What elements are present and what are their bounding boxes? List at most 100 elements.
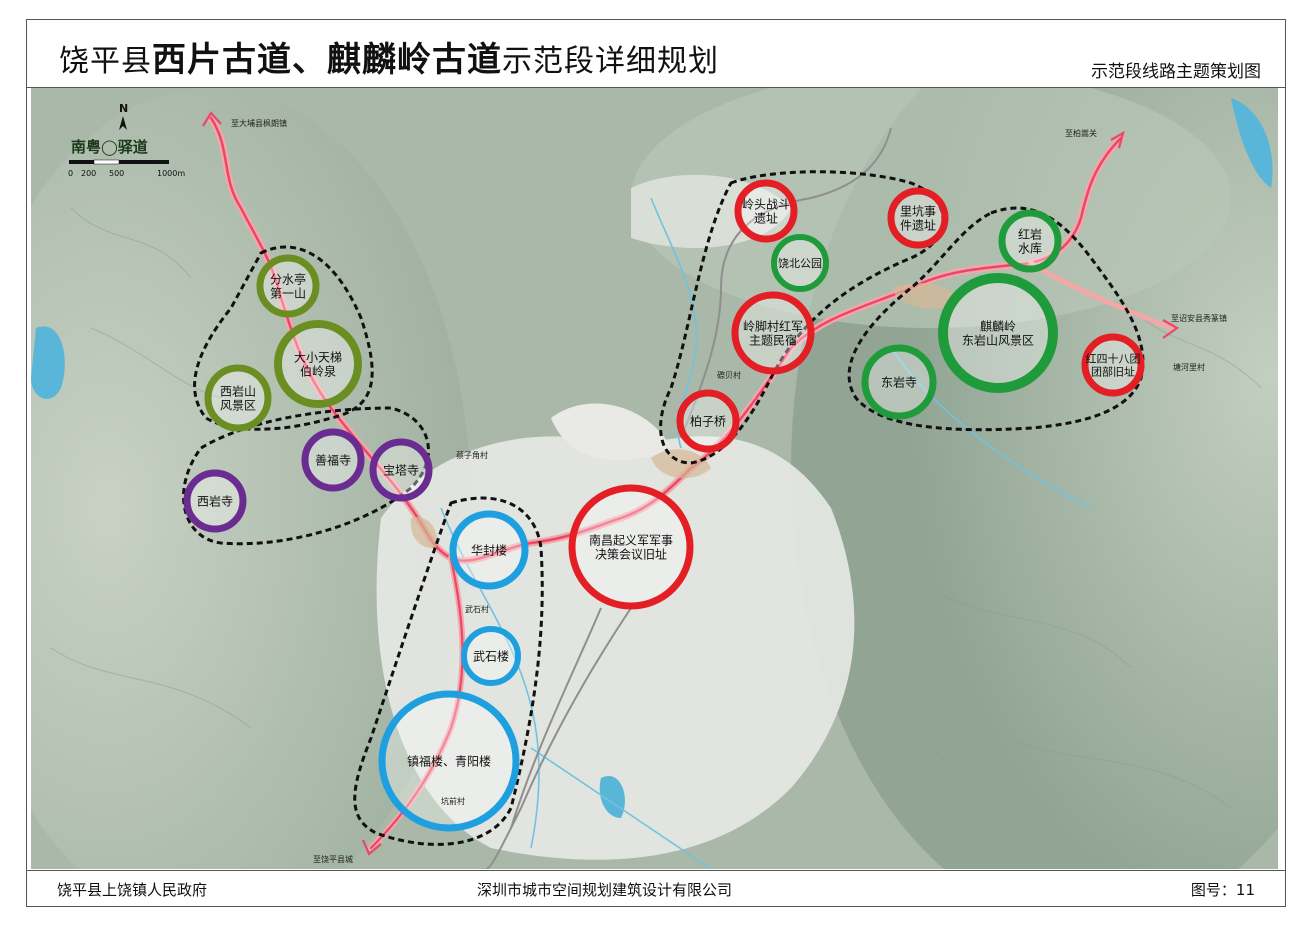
scale-label-0: 0 bbox=[68, 169, 73, 178]
page-title: 饶平县西片古道、麒麟岭古道示范段详细规划 bbox=[59, 32, 719, 81]
site-ring bbox=[204, 364, 272, 432]
north-letter: N bbox=[119, 102, 128, 115]
place-label-zhaoan: 至诏安县秀篆镇 bbox=[1171, 313, 1227, 323]
site-ring bbox=[771, 234, 829, 292]
site-markers: 分水亭第一山大小天梯伯岭泉西岩山风景区善福寺宝塔寺西岩寺华封楼武石楼镇福楼、青阳… bbox=[183, 179, 1145, 832]
site-ring bbox=[734, 179, 798, 243]
site-ring bbox=[369, 438, 433, 502]
site-label: 伯岭泉 bbox=[300, 364, 336, 379]
zone-tulou bbox=[353, 496, 544, 846]
site-label: 南昌起义军军事 bbox=[589, 533, 673, 548]
scale-bar: 0 200 500 1000m bbox=[68, 159, 185, 178]
site-marker[interactable]: 西岩寺 bbox=[183, 469, 247, 533]
title-suffix: 示范段详细规划 bbox=[502, 44, 719, 79]
place-label-caizijiao: 蔡子角村 bbox=[456, 450, 488, 460]
site-label: 岭脚村红军 bbox=[743, 319, 803, 334]
site-label: 件遗址 bbox=[900, 219, 936, 233]
title-prefix: 饶平县 bbox=[59, 44, 152, 79]
site-marker[interactable]: 宝塔寺 bbox=[369, 438, 433, 502]
site-ring bbox=[183, 469, 247, 533]
site-marker[interactable]: 华封楼 bbox=[449, 510, 529, 590]
site-ring bbox=[998, 209, 1062, 273]
site-label: 西岩寺 bbox=[197, 494, 233, 509]
site-label: 大小天梯 bbox=[294, 351, 342, 365]
site-label: 里坑事 bbox=[900, 204, 936, 219]
site-label: 东岩山风景区 bbox=[962, 333, 1034, 348]
place-label-layer: 至大埔县枫朗镇 至柏嵩关 至诏安县秀篆镇 至饶平县城 蔡子角村 武石村 坑前村 … bbox=[231, 118, 1227, 864]
site-label: 华封楼 bbox=[471, 543, 507, 558]
site-label: 分水亭 bbox=[270, 272, 306, 287]
footer-client: 饶平县上饶镇人民政府 bbox=[57, 881, 208, 899]
reservoir-west bbox=[31, 326, 65, 399]
place-label-wushi: 武石村 bbox=[465, 604, 489, 614]
streams bbox=[440, 197, 1092, 869]
site-ring bbox=[861, 344, 937, 420]
place-label-dabu: 至大埔县枫朗镇 bbox=[231, 118, 287, 128]
scale-label-500: 500 bbox=[109, 169, 124, 178]
site-ring bbox=[461, 626, 521, 686]
site-label: 西岩山 bbox=[220, 384, 256, 399]
site-ring bbox=[449, 510, 529, 590]
site-ring bbox=[274, 320, 362, 408]
footer-designer: 深圳市城市空间规划建筑设计有限公司 bbox=[477, 881, 733, 899]
valley-plain bbox=[376, 436, 855, 860]
site-ring bbox=[676, 389, 740, 453]
place-label-baisong: 至柏嵩关 bbox=[1065, 128, 1097, 138]
zone-west-temples bbox=[182, 406, 430, 546]
site-label: 东岩寺 bbox=[881, 375, 917, 390]
site-marker[interactable]: 镇福楼、青阳楼 bbox=[378, 690, 520, 832]
place-label-county: 至饶平县城 bbox=[313, 854, 353, 864]
north-arrow-icon bbox=[119, 116, 127, 130]
scale-label-1000: 1000m bbox=[157, 169, 185, 178]
map-area: 分水亭第一山大小天梯伯岭泉西岩山风景区善福寺宝塔寺西岩寺华封楼武石楼镇福楼、青阳… bbox=[31, 88, 1278, 869]
site-ring bbox=[378, 690, 520, 832]
title-route-names: 西片古道、麒麟岭古道 bbox=[152, 40, 502, 80]
drawing-subtitle: 示范段线路主题策划图 bbox=[1091, 62, 1261, 82]
zone-red-north bbox=[659, 170, 945, 465]
site-marker[interactable]: 饶北公园 bbox=[771, 234, 829, 292]
zone-outlines bbox=[182, 170, 1145, 846]
site-marker[interactable]: 东岩寺 bbox=[861, 344, 937, 420]
site-marker[interactable]: 善福寺 bbox=[301, 428, 365, 492]
site-ring bbox=[938, 273, 1058, 393]
place-label-kengqian: 坑前村 bbox=[441, 796, 465, 806]
site-ring bbox=[256, 254, 320, 318]
site-label: 岭头战斗 bbox=[742, 198, 790, 212]
site-label: 麒麟岭 bbox=[980, 319, 1016, 334]
site-label: 善福寺 bbox=[315, 453, 351, 468]
legend-block: N 南粤◯驿道 0 200 500 1000m bbox=[68, 102, 185, 178]
site-label: 红岩 bbox=[1018, 227, 1042, 242]
site-ring bbox=[1081, 333, 1145, 397]
site-marker[interactable]: 柏子桥 bbox=[676, 389, 740, 453]
zone-west-mountain bbox=[193, 245, 374, 431]
scale-label-200: 200 bbox=[81, 169, 96, 178]
footer-sheet-number: 图号：11 bbox=[1190, 881, 1255, 899]
site-label: 红四十八团 bbox=[1086, 352, 1141, 366]
site-label: 柏子桥 bbox=[690, 414, 726, 429]
site-label: 第一山 bbox=[270, 287, 306, 301]
site-label: 武石楼 bbox=[473, 649, 509, 664]
site-ring bbox=[301, 428, 365, 492]
site-label: 镇福楼、青阳楼 bbox=[407, 754, 491, 769]
site-label: 主题民宿 bbox=[749, 333, 797, 348]
site-marker[interactable]: 武石楼 bbox=[461, 626, 521, 686]
route-arrows bbox=[202, 111, 1180, 856]
site-label: 宝塔寺 bbox=[383, 464, 419, 478]
site-label: 决策会议旧址 bbox=[595, 548, 667, 562]
site-label: 风景区 bbox=[220, 399, 256, 413]
site-ring bbox=[731, 291, 815, 375]
site-label: 团部旧址 bbox=[1091, 365, 1135, 379]
site-label: 水库 bbox=[1018, 241, 1042, 256]
roads bbox=[485, 127, 892, 869]
map-canvas: 分水亭第一山大小天梯伯岭泉西岩山风景区善福寺宝塔寺西岩寺华封楼武石楼镇福楼、青阳… bbox=[31, 88, 1278, 869]
